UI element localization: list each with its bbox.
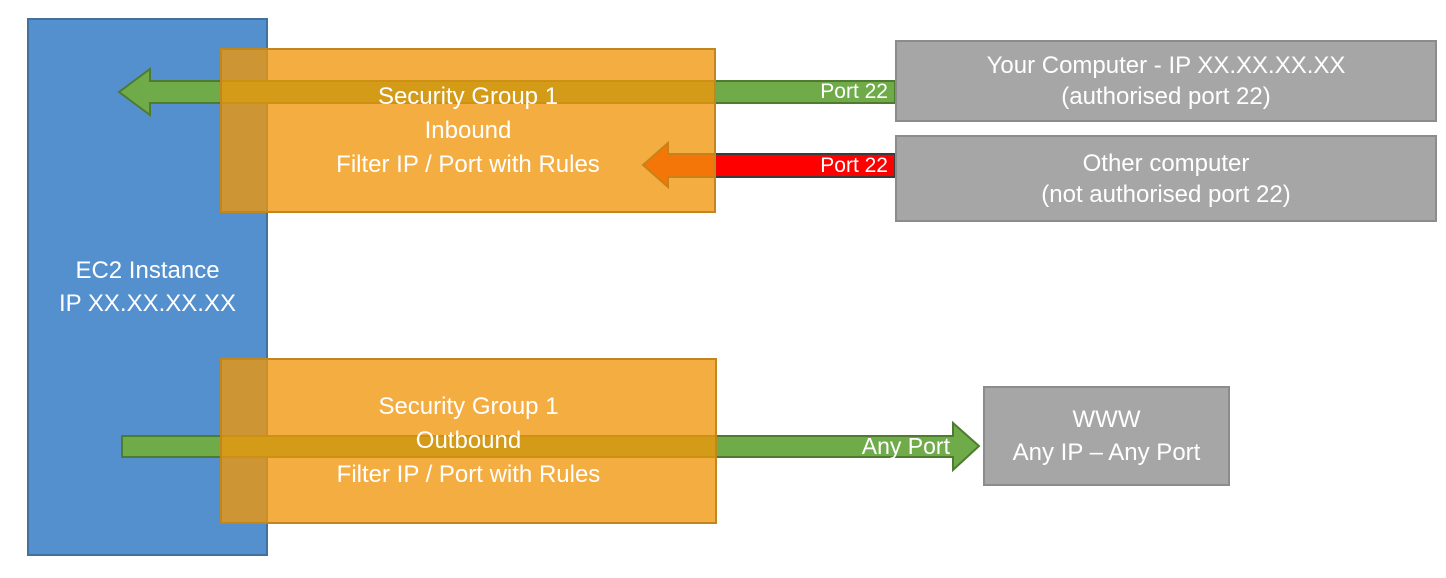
outbound-sg-rule: Filter IP / Port with Rules [336,461,601,488]
www-box: WWW Any IP – Any Port [983,386,1230,486]
your-computer-subtitle: (authorised port 22) [1061,83,1271,110]
any-port-label: Any Port [861,433,950,459]
other-computer-title: Other computer [1082,149,1250,177]
security-group-outbound-box: Security Group 1 Outbound Filter IP / Po… [220,358,717,524]
ec2-instance-title: EC2 Instance [75,257,220,284]
www-subtitle: Any IP – Any Port [1012,439,1201,466]
www-title: WWW [1072,406,1141,433]
other-computer-subtitle: (not authorised port 22) [1041,180,1291,208]
port-22-blocked-label: Port 22 [820,154,888,177]
inbound-sg-rule: Filter IP / Port with Rules [336,150,600,178]
ec2-instance-ip: IP XX.XX.XX.XX [59,290,236,317]
your-computer-title: Your Computer - IP XX.XX.XX.XX [986,52,1346,79]
outbound-sg-name: Security Group 1 [378,393,559,420]
inbound-sg-direction: Inbound [424,116,512,144]
other-computer-box: Other computer (not authorised port 22) [895,135,1437,222]
outbound-sg-direction: Outbound [415,427,522,454]
port-22-allowed-label: Port 22 [820,80,888,103]
inbound-sg-name: Security Group 1 [377,82,559,110]
security-group-inbound-box: Security Group 1 Inbound Filter IP / Por… [220,48,716,213]
your-computer-box: Your Computer - IP XX.XX.XX.XX (authoris… [895,40,1437,122]
